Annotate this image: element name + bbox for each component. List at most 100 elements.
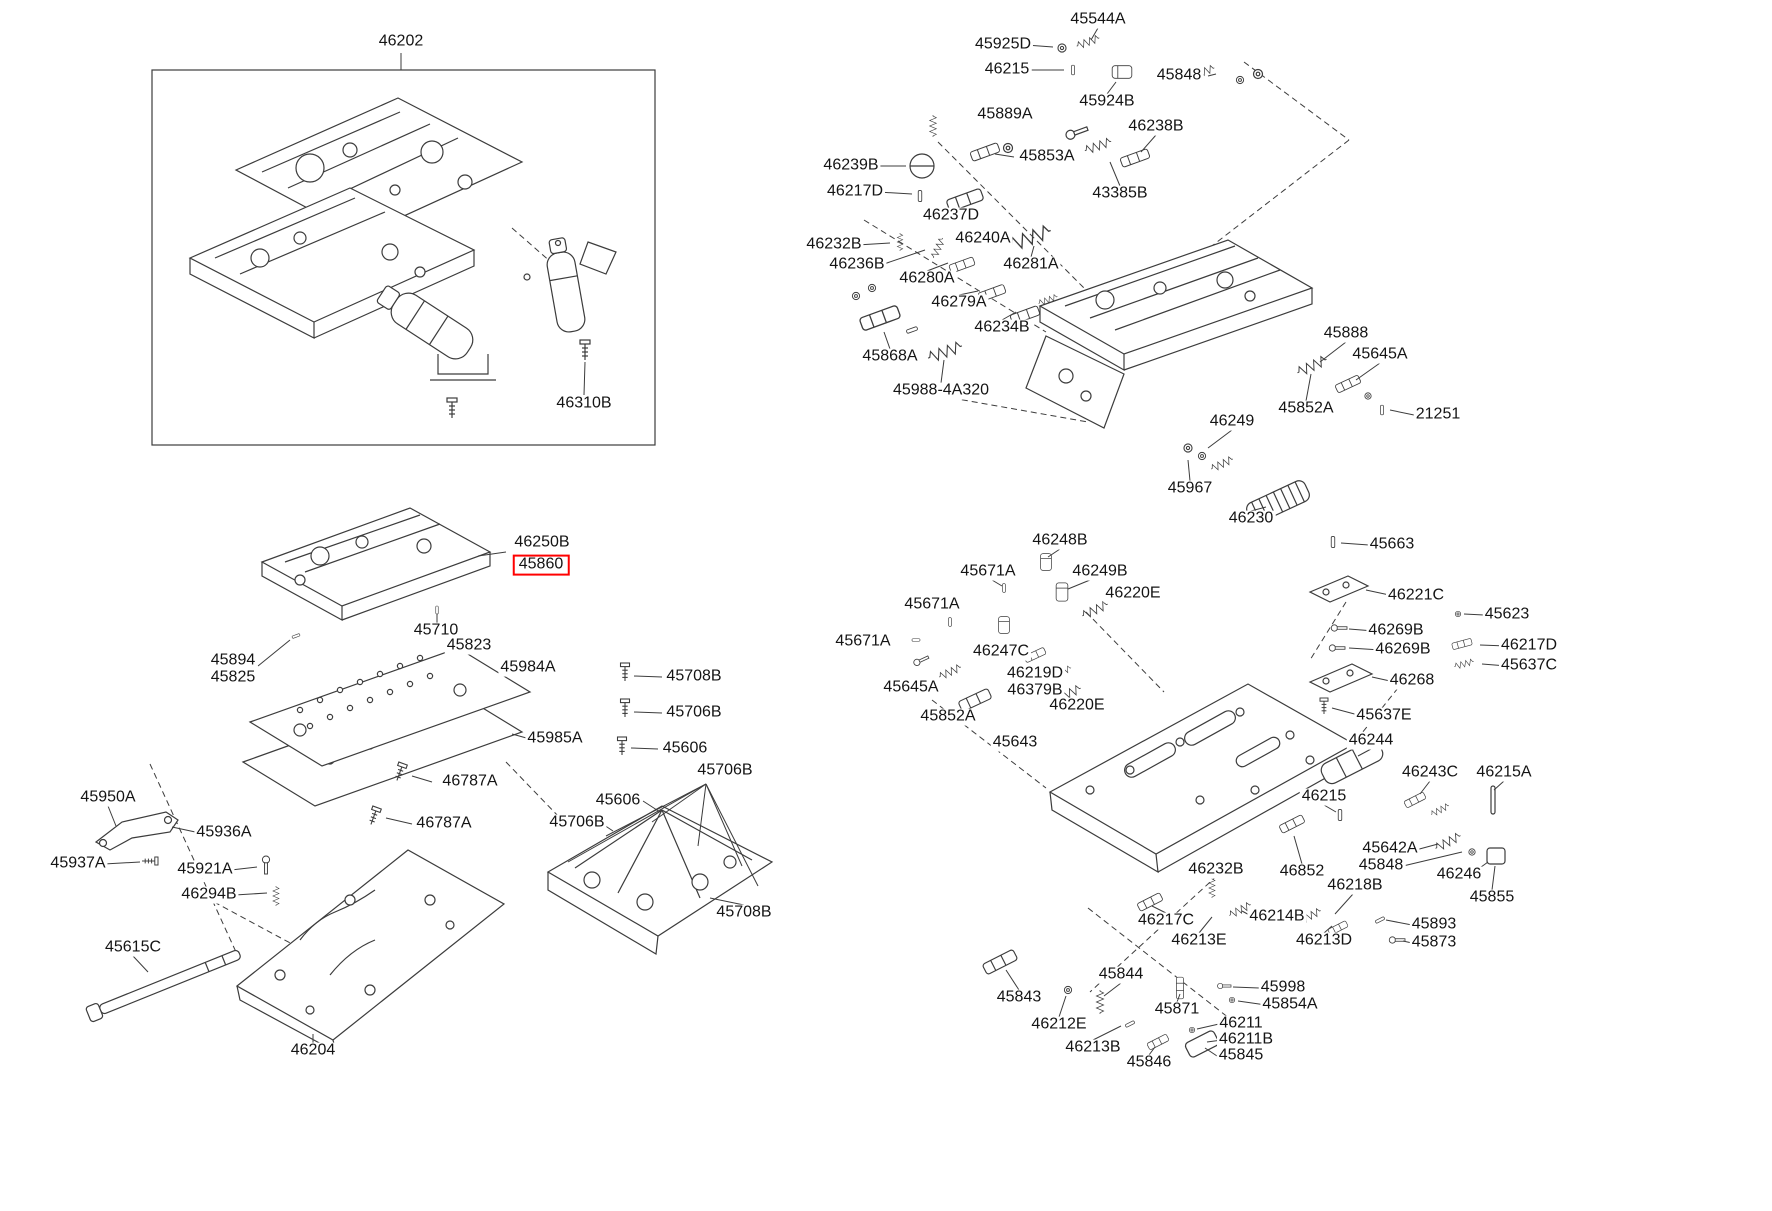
part-label-46234B[interactable]: 46234B — [972, 318, 1032, 337]
part-label-45843[interactable]: 45843 — [994, 988, 1044, 1007]
part-label-46281A[interactable]: 46281A — [1001, 255, 1061, 274]
part-label-46220E[interactable]: 46220E — [1047, 696, 1107, 715]
part-label-45606[interactable]: 45606 — [593, 791, 643, 810]
part-label-45848[interactable]: 45848 — [1154, 66, 1204, 85]
part-label-46269B[interactable]: 46269B — [1373, 640, 1433, 659]
part-label-46221C[interactable]: 46221C — [1385, 586, 1447, 605]
part-label-45848[interactable]: 45848 — [1356, 856, 1406, 875]
part-label-45706B[interactable]: 45706B — [664, 703, 724, 722]
part-label-46243C[interactable]: 46243C — [1399, 763, 1461, 782]
part-label-46215A[interactable]: 46215A — [1474, 763, 1534, 782]
part-label-46204[interactable]: 46204 — [288, 1041, 338, 1060]
part-label-46211[interactable]: 46211 — [1217, 1014, 1265, 1033]
part-label-45671A[interactable]: 45671A — [833, 632, 893, 651]
part-label-46232B[interactable]: 46232B — [1186, 860, 1246, 879]
part-label-46217C[interactable]: 46217C — [1135, 911, 1197, 930]
part-label-46213D[interactable]: 46213D — [1293, 931, 1355, 950]
part-label-46239B[interactable]: 46239B — [821, 156, 881, 175]
part-label-46787A[interactable]: 46787A — [440, 772, 500, 791]
part-label-45825[interactable]: 45825 — [208, 668, 258, 687]
part-label-45936A[interactable]: 45936A — [194, 823, 254, 842]
part-label-45623[interactable]: 45623 — [1482, 605, 1532, 624]
part-label-45854A[interactable]: 45854A — [1260, 995, 1320, 1014]
part-label-46787A[interactable]: 46787A — [414, 814, 474, 833]
part-label-45846[interactable]: 45846 — [1124, 1053, 1174, 1072]
part-label-46237D[interactable]: 46237D — [920, 206, 982, 225]
part-label-45663[interactable]: 45663 — [1367, 535, 1417, 554]
part-label-45988-4A320[interactable]: 45988-4A320 — [890, 381, 992, 400]
part-label-46246[interactable]: 46246 — [1434, 865, 1484, 884]
part-label-45671A[interactable]: 45671A — [902, 595, 962, 614]
part-label-45921A[interactable]: 45921A — [175, 860, 235, 879]
part-label-45845[interactable]: 45845 — [1216, 1046, 1266, 1065]
part-label-46244[interactable]: 46244 — [1346, 731, 1396, 750]
part-label-45844[interactable]: 45844 — [1096, 965, 1146, 984]
part-label-46217D[interactable]: 46217D — [824, 182, 886, 201]
part-label-45606[interactable]: 45606 — [660, 739, 710, 758]
part-label-46249[interactable]: 46249 — [1207, 412, 1257, 431]
part-label-45643[interactable]: 45643 — [990, 733, 1040, 752]
part-label-46215[interactable]: 46215 — [1299, 787, 1349, 806]
part-label-46280A[interactable]: 46280A — [897, 269, 957, 288]
part-label-45642A[interactable]: 45642A — [1360, 839, 1420, 858]
part-label-45873[interactable]: 45873 — [1409, 933, 1459, 952]
part-label-45855[interactable]: 45855 — [1467, 888, 1517, 907]
part-label-45708B[interactable]: 45708B — [664, 667, 724, 686]
part-label-45645A[interactable]: 45645A — [881, 678, 941, 697]
part-label-46279A[interactable]: 46279A — [929, 293, 989, 312]
part-label-45637C[interactable]: 45637C — [1498, 656, 1560, 675]
part-label-46214B[interactable]: 46214B — [1247, 907, 1307, 926]
part-label-46379B[interactable]: 46379B — [1005, 681, 1065, 700]
part-label-45708B[interactable]: 45708B — [714, 903, 774, 922]
part-label-45889A[interactable]: 45889A — [975, 105, 1035, 124]
part-label-45544A[interactable]: 45544A — [1068, 10, 1128, 29]
part-label-46232B[interactable]: 46232B — [804, 235, 864, 254]
part-label-45894[interactable]: 45894 — [208, 651, 258, 670]
part-label-46310B[interactable]: 46310B — [554, 394, 614, 413]
part-label-46238B[interactable]: 46238B — [1126, 117, 1186, 136]
part-label-46248B[interactable]: 46248B — [1030, 531, 1090, 550]
part-label-45950A[interactable]: 45950A — [78, 788, 138, 807]
part-label-45984A[interactable]: 45984A — [498, 658, 558, 677]
part-label-45852A[interactable]: 45852A — [1276, 399, 1336, 418]
part-label-46211B[interactable]: 46211B — [1217, 1030, 1275, 1049]
part-label-46247C[interactable]: 46247C — [970, 642, 1032, 661]
part-label-45710[interactable]: 45710 — [411, 621, 461, 640]
part-label-45967[interactable]: 45967 — [1165, 479, 1215, 498]
part-label-46219D[interactable]: 46219D — [1004, 664, 1066, 683]
part-label-46294B[interactable]: 46294B — [179, 885, 239, 904]
part-label-45998[interactable]: 45998 — [1258, 978, 1308, 997]
part-label-46250B[interactable]: 46250B — [512, 533, 572, 552]
part-label-21251[interactable]: 21251 — [1413, 405, 1463, 424]
part-label-45860-highlighted[interactable]: 45860 — [512, 554, 570, 576]
part-label-45823[interactable]: 45823 — [444, 636, 494, 655]
part-label-45706B[interactable]: 45706B — [695, 761, 755, 780]
part-label-45985A[interactable]: 45985A — [525, 729, 585, 748]
part-label-46230[interactable]: 46230 — [1226, 509, 1276, 528]
part-label-46249B[interactable]: 46249B — [1070, 562, 1130, 581]
part-label-46215[interactable]: 46215 — [982, 60, 1032, 79]
part-label-45924B[interactable]: 45924B — [1077, 92, 1137, 111]
part-label-45888[interactable]: 45888 — [1321, 324, 1371, 343]
part-label-46220E[interactable]: 46220E — [1103, 584, 1163, 603]
part-label-45871[interactable]: 45871 — [1152, 1000, 1202, 1019]
part-label-46852[interactable]: 46852 — [1277, 862, 1327, 881]
part-label-45645A[interactable]: 45645A — [1350, 345, 1410, 364]
part-label-45853A[interactable]: 45853A — [1017, 147, 1077, 166]
part-label-45615C[interactable]: 45615C — [102, 938, 164, 957]
part-label-43385B[interactable]: 43385B — [1090, 184, 1150, 203]
part-label-46268[interactable]: 46268 — [1387, 671, 1437, 690]
part-label-45637E[interactable]: 45637E — [1354, 706, 1414, 725]
part-label-46240A[interactable]: 46240A — [953, 229, 1013, 248]
part-label-45706B[interactable]: 45706B — [547, 813, 607, 832]
part-label-45925D[interactable]: 45925D — [972, 35, 1034, 54]
part-label-46202[interactable]: 46202 — [376, 32, 426, 51]
part-label-46213B[interactable]: 46213B — [1063, 1038, 1123, 1057]
part-label-45852A[interactable]: 45852A — [918, 707, 978, 726]
part-label-46217D[interactable]: 46217D — [1498, 636, 1560, 655]
part-label-46213E[interactable]: 46213E — [1169, 931, 1229, 950]
part-label-46218B[interactable]: 46218B — [1325, 876, 1385, 895]
part-label-46269B[interactable]: 46269B — [1366, 621, 1426, 640]
part-label-45671A[interactable]: 45671A — [958, 562, 1018, 581]
part-label-46236B[interactable]: 46236B — [827, 255, 887, 274]
